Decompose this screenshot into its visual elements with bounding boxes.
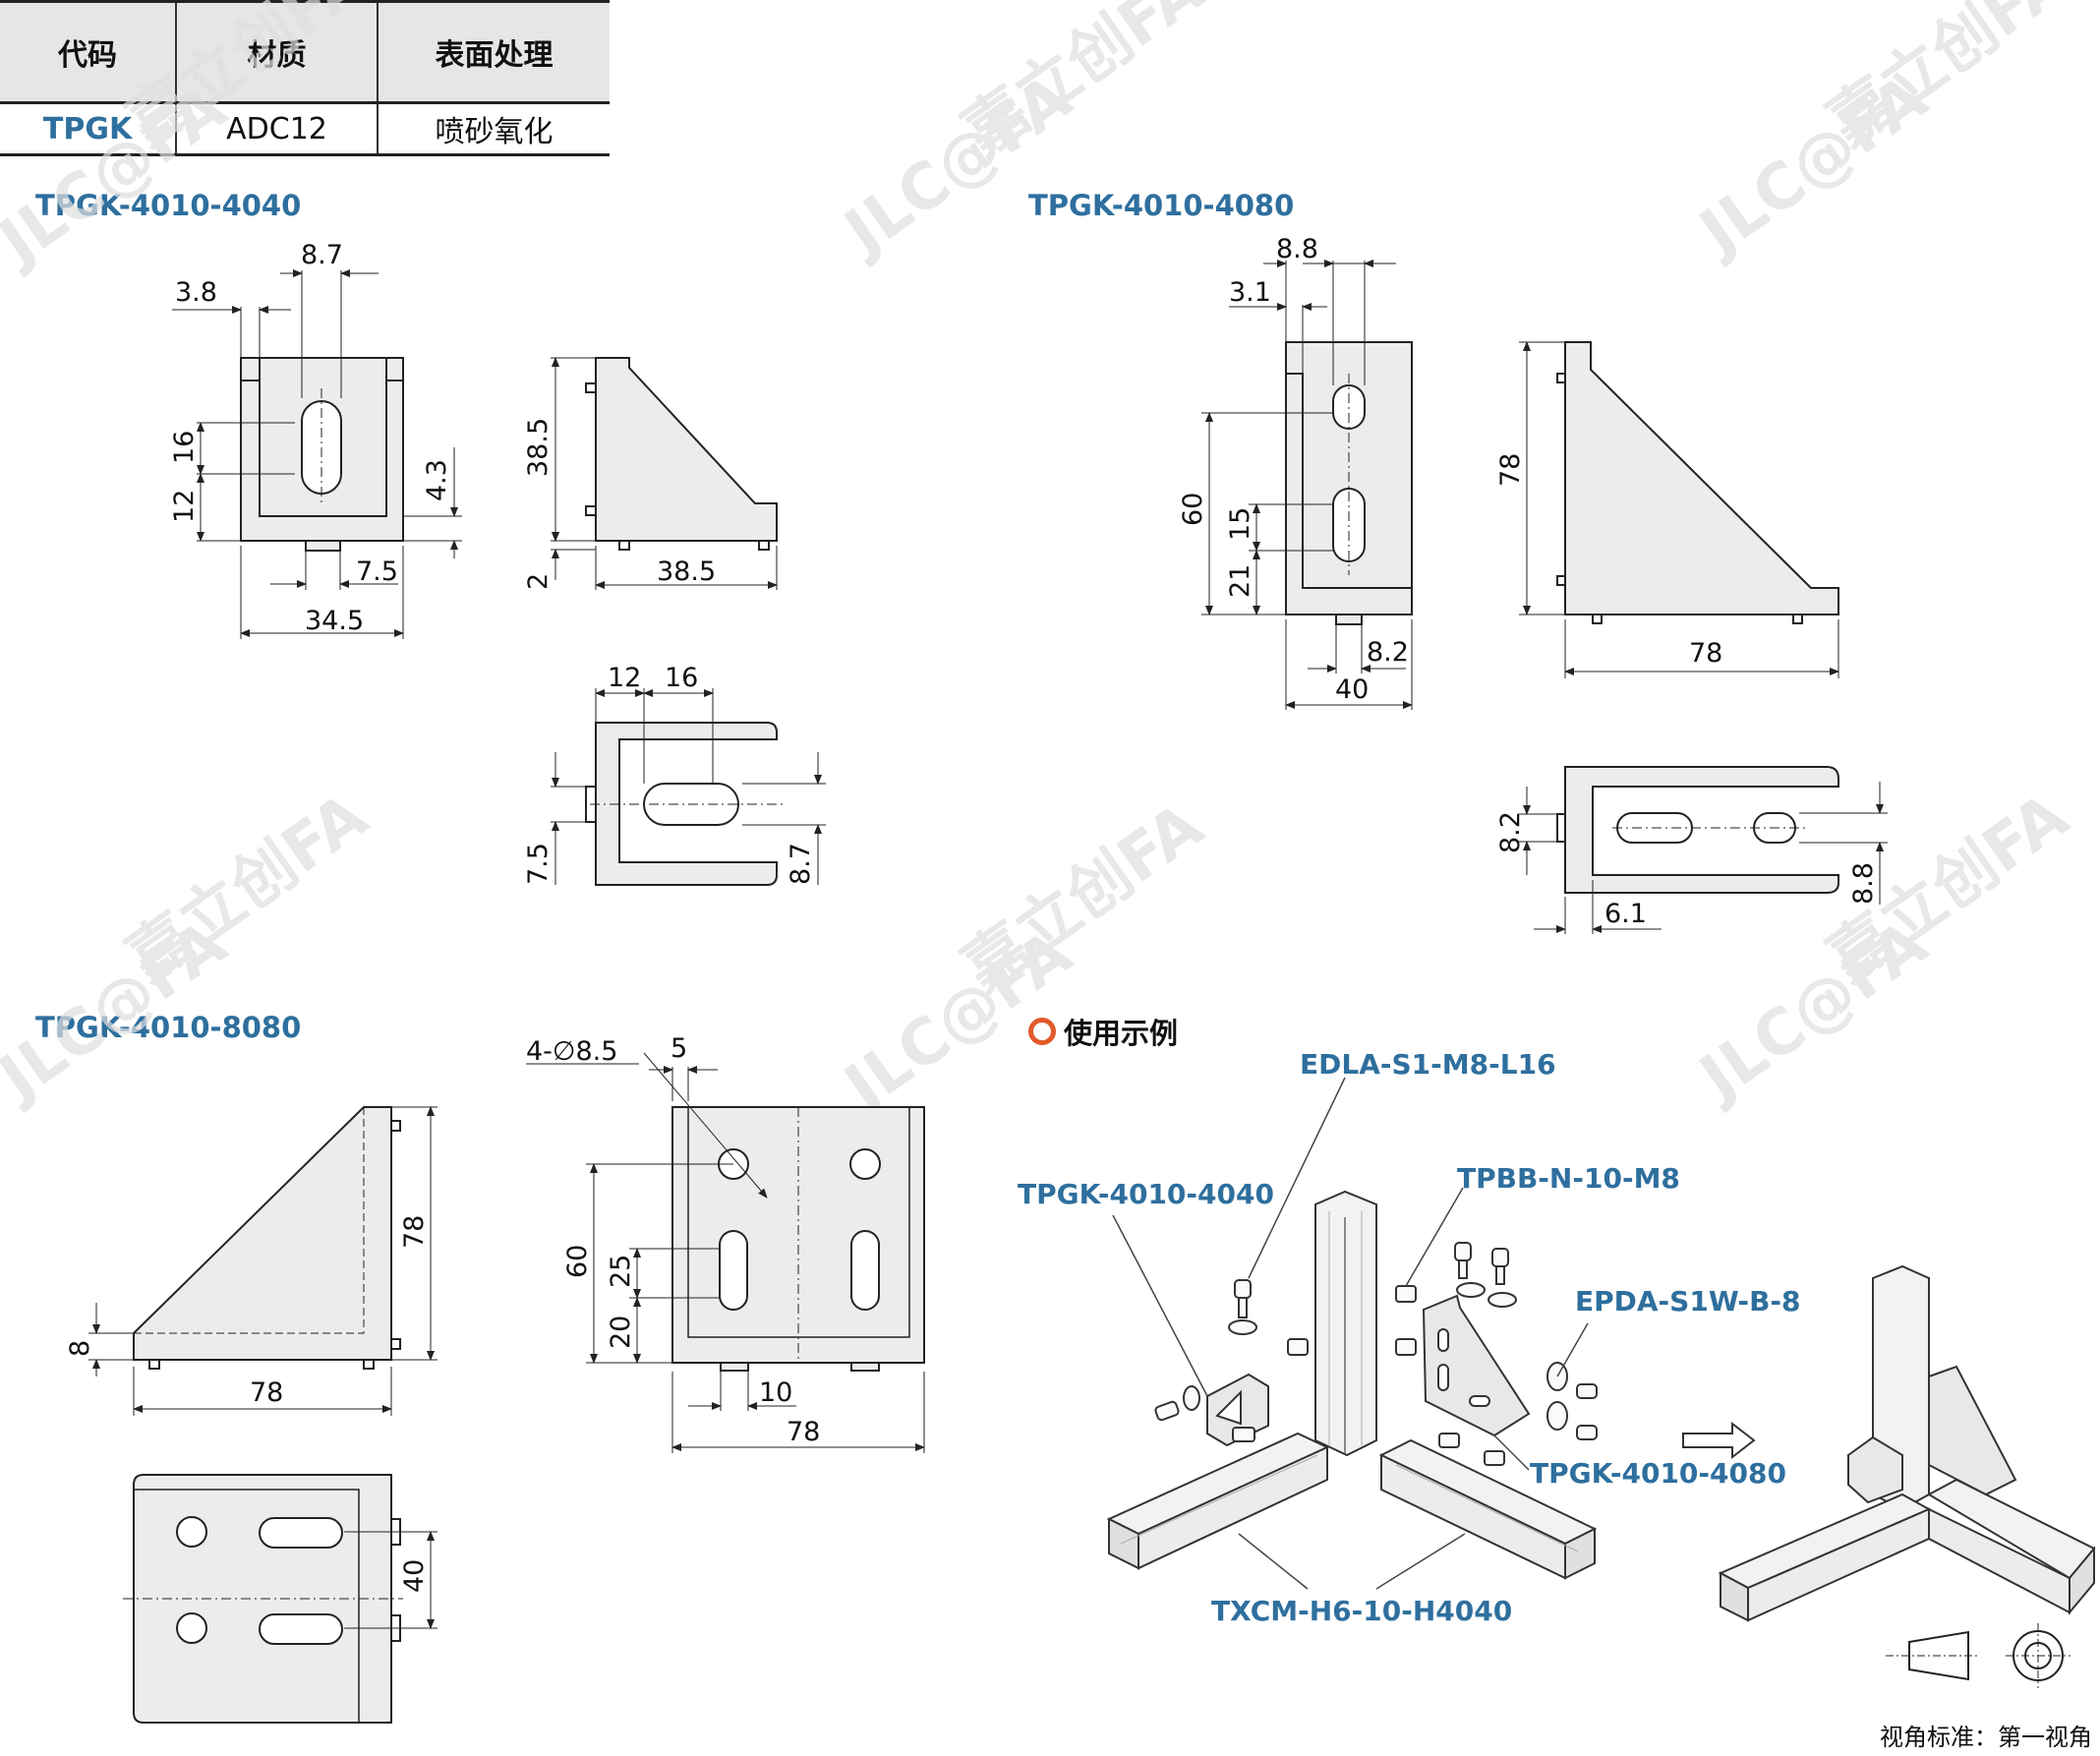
drawing-8080 bbox=[88, 1052, 925, 1724]
side-view-4040 bbox=[551, 357, 778, 590]
dim-label: 40 bbox=[1335, 674, 1369, 705]
usage-title-text: 使用示例 bbox=[1064, 1017, 1179, 1050]
top-view-4040 bbox=[551, 688, 826, 886]
right-profile bbox=[1378, 1438, 1598, 1580]
table-header-row: 代码 材质 表面处理 bbox=[0, 0, 610, 104]
dim-label: 78 bbox=[787, 1417, 820, 1447]
label-bolt: EDLA-S1-M8-L16 bbox=[1300, 1048, 1556, 1081]
dim-label: 3.1 bbox=[1229, 277, 1271, 308]
dim-label: 20 bbox=[606, 1316, 636, 1349]
dim-label: 8.7 bbox=[301, 240, 343, 270]
dim-label: 8.2 bbox=[1367, 637, 1409, 668]
dim-labels-4080: 8.8 3.1 60 15 21 8.2 40 78 78 8.2 6.1 8.… bbox=[1178, 234, 1879, 929]
assembly-arrow-icon bbox=[1682, 1421, 1756, 1460]
dim-label: 8.7 bbox=[786, 843, 816, 885]
dim-label: 8.8 bbox=[1848, 862, 1879, 905]
dim-label: 3.8 bbox=[175, 277, 217, 308]
dim-label: 10 bbox=[759, 1377, 792, 1408]
dim-labels-8080: 78 8 78 4-∅8.5 5 60 25 20 10 78 40 bbox=[65, 1033, 820, 1593]
watermark-cn: 嘉立创FA bbox=[115, 0, 380, 160]
side-view-4080 bbox=[1519, 341, 1839, 678]
section-title-8080: TPGK-4010-8080 bbox=[35, 1011, 302, 1044]
dim-label: 34.5 bbox=[305, 606, 364, 636]
dim-label: 12 bbox=[169, 490, 200, 523]
label-washer: EPDA-S1W-B-8 bbox=[1575, 1285, 1801, 1317]
watermark-cn: 嘉立创FA bbox=[951, 0, 1216, 170]
dim-label: 16 bbox=[665, 663, 698, 693]
drawing-4040 bbox=[172, 269, 826, 886]
assembled-result bbox=[1718, 1264, 2096, 1622]
section-title-4040: TPGK-4010-4040 bbox=[35, 189, 302, 222]
dim-label: 78 bbox=[399, 1215, 430, 1249]
dim-label: 5 bbox=[671, 1033, 687, 1064]
usage-labels: EDLA-S1-M8-L16 TPGK-4010-4040 TPBB-N-10-… bbox=[1018, 1048, 1801, 1627]
dim-label: 78 bbox=[1689, 638, 1722, 669]
dim-label: 2 bbox=[523, 573, 554, 590]
usage-title: 使用示例 bbox=[1028, 1011, 1178, 1052]
dim-label: 38.5 bbox=[657, 556, 716, 587]
top-view-4080 bbox=[1519, 766, 1888, 934]
dim-label: 4.3 bbox=[422, 459, 452, 501]
projection-standard-note: 视角标准：第一视角 bbox=[1880, 1724, 2092, 1751]
dim-label: 8.2 bbox=[1495, 811, 1526, 853]
circle-marker-icon bbox=[1028, 1018, 1056, 1045]
spec-table: 代码 材质 表面处理 TPGK ADC12 喷砂氧化 bbox=[0, 0, 610, 156]
dim-label: 78 bbox=[1495, 453, 1526, 487]
fasteners bbox=[1154, 1242, 1598, 1466]
front-view-4040 bbox=[172, 269, 462, 639]
dim-label: 25 bbox=[606, 1255, 636, 1288]
label-bracket-small: TPGK-4010-4040 bbox=[1018, 1178, 1274, 1210]
label-profile: TXCM-H6-10-H4040 bbox=[1211, 1595, 1512, 1627]
front-view-8080 bbox=[526, 1052, 925, 1453]
surface-cell: 喷砂氧化 bbox=[377, 102, 610, 156]
drawing-4080 bbox=[1201, 260, 1888, 934]
leader-lines bbox=[1112, 1077, 1589, 1590]
watermark-cn: 嘉立创FA bbox=[115, 780, 380, 996]
dim-label: 7.5 bbox=[356, 556, 398, 587]
col-material-header: 材质 bbox=[176, 0, 379, 104]
side-view-8080 bbox=[88, 1106, 438, 1416]
left-profile bbox=[1106, 1432, 1330, 1570]
code-cell: TPGK bbox=[0, 102, 178, 156]
dim-label: 7.5 bbox=[523, 843, 554, 885]
dim-label: 60 bbox=[1178, 493, 1208, 526]
material-cell: ADC12 bbox=[176, 102, 379, 156]
dim-label: 38.5 bbox=[523, 418, 554, 477]
dim-label: 4-∅8.5 bbox=[526, 1036, 617, 1067]
dim-label: 12 bbox=[608, 663, 641, 693]
large-bracket bbox=[1422, 1294, 1531, 1437]
bottom-view-8080 bbox=[123, 1474, 438, 1724]
front-view-4080 bbox=[1201, 260, 1413, 710]
dim-label: 60 bbox=[562, 1245, 593, 1278]
dim-labels-4040: 8.7 3.8 16 12 4.3 7.5 34.5 38.5 2 38.5 1… bbox=[169, 240, 816, 885]
table-row: TPGK ADC12 喷砂氧化 bbox=[0, 102, 610, 156]
dim-label: 40 bbox=[399, 1559, 430, 1593]
watermark-cn: 嘉立创FA bbox=[1816, 0, 2081, 160]
first-angle-projection-icon bbox=[1886, 1623, 2071, 1688]
section-title-4080: TPGK-4010-4080 bbox=[1028, 189, 1295, 222]
col-surface-header: 表面处理 bbox=[377, 0, 610, 104]
dim-label: 21 bbox=[1225, 564, 1255, 598]
col-code-header: 代码 bbox=[0, 0, 178, 104]
usage-example bbox=[1106, 1077, 2096, 1622]
dim-label: 16 bbox=[169, 431, 200, 464]
dim-label: 6.1 bbox=[1604, 899, 1647, 929]
label-bracket-large: TPGK-4010-4080 bbox=[1530, 1457, 1786, 1490]
label-nut: TPBB-N-10-M8 bbox=[1457, 1162, 1680, 1195]
dim-label: 15 bbox=[1225, 507, 1255, 541]
dim-label: 78 bbox=[250, 1377, 283, 1408]
dim-label: 8.8 bbox=[1276, 234, 1318, 264]
vertical-profile bbox=[1314, 1190, 1377, 1457]
dim-label: 8 bbox=[65, 1340, 95, 1357]
watermark-cn: 嘉立创FA bbox=[951, 790, 1216, 1006]
